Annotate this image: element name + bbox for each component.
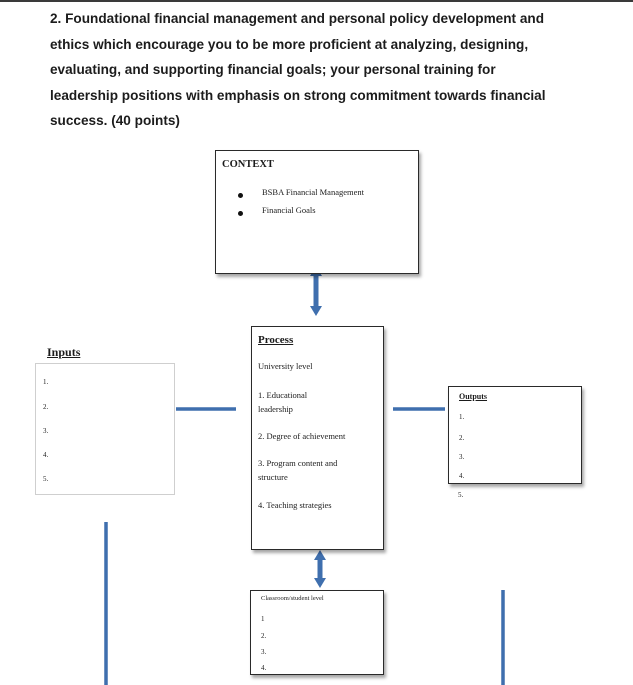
inputs-title: Inputs (47, 345, 81, 359)
process-item: leadership (258, 404, 293, 414)
context-item: Financial Goals (262, 205, 316, 215)
inputs-item: 3. (43, 427, 49, 435)
process-level: University level (258, 361, 313, 371)
bullet-icon (238, 211, 243, 216)
process-item: 2. Degree of achievement (258, 431, 346, 441)
context-title: CONTEXT (222, 159, 274, 170)
process-item: 1. Educational (258, 390, 308, 400)
bullet-icon (238, 193, 243, 198)
outputs-item: 1. (459, 413, 465, 421)
outputs-box: Outputs 1. 2. 3. 4. (448, 386, 582, 484)
classroom-item: 2. (261, 632, 267, 640)
outputs-item: 3. (459, 453, 465, 461)
outputs-title: Outputs (459, 392, 488, 401)
outputs-item: 5. (458, 491, 464, 499)
inputs-item: 1. (43, 378, 49, 386)
process-item: 4. Teaching strategies (258, 500, 332, 510)
inputs-item: 5. (43, 475, 49, 483)
inputs-box: 1. 2. 3. 4. 5. (35, 363, 175, 495)
inputs-item: 2. (43, 403, 49, 411)
process-classroom-arrow (314, 550, 326, 588)
question-line: 2. Foundational financial management and… (50, 11, 544, 26)
inputs-item: 4. (43, 451, 49, 459)
question-line: leadership positions with emphasis on st… (50, 87, 546, 103)
classroom-item: 4. (261, 664, 267, 672)
process-item: 3. Program content and (258, 458, 338, 468)
question-text: 2. Foundational financial management and… (50, 6, 610, 134)
classroom-item: 3. (261, 648, 267, 656)
context-box: CONTEXT BSBA Financial Management Financ… (215, 150, 419, 274)
classroom-box: Classroom/student level 1 2. 3. 4. (250, 590, 384, 675)
process-box: Process University level 1. Educational … (251, 326, 384, 550)
process-title: Process (258, 334, 294, 346)
outputs-item: 2. (459, 434, 465, 442)
classroom-title: Classroom/student level (261, 595, 324, 602)
top-rule (0, 0, 633, 2)
outputs-item: 4. (459, 472, 465, 480)
question-line: ethics which encourage you to be more pr… (50, 36, 529, 52)
question-line: success. (40 points) (50, 113, 180, 128)
context-item: BSBA Financial Management (262, 187, 364, 197)
question-line: evaluating, and supporting financial goa… (50, 62, 496, 77)
process-item: structure (258, 472, 288, 482)
classroom-item: 1 (261, 615, 265, 623)
